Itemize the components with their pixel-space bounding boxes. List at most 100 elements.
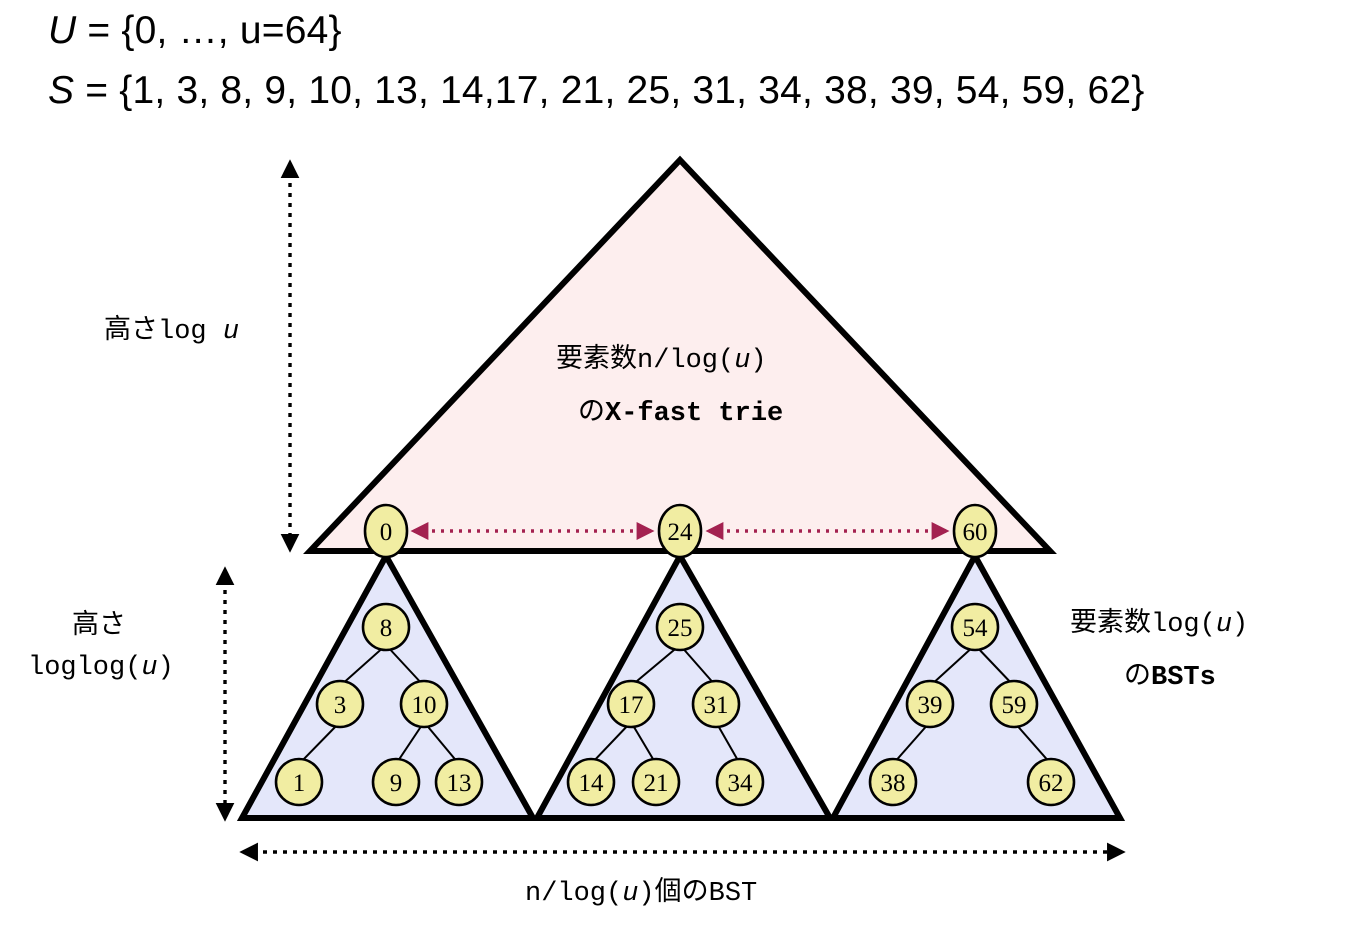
bst-3-node-38-label: 38 [881,770,906,797]
bst-3-node-59: 59 [989,679,1039,729]
bst-1-node-1-label: 1 [293,770,306,797]
bst-3-node-39-circle [905,679,955,729]
bst-1-node-8-label: 8 [380,615,393,642]
bst-1-node-9-label: 9 [390,770,403,797]
bst-3-node-62-circle [1026,757,1076,807]
bst-2-edge [679,644,717,687]
height-loglogu-label-formula: loglog(u) [28,650,174,683]
bottom-mono-pre: n/log( [525,879,623,909]
bst-1-node-8-circle [361,602,411,652]
bst-2-node-31-label: 31 [704,692,729,719]
height-logu-label-var: u [222,317,240,347]
bst-triangle-3 [827,549,1126,821]
summary-node-0-circle [363,503,409,559]
bst-1-edge [339,644,387,687]
trie-count-var: u [734,346,751,376]
tree-edges-group [298,644,1052,765]
bst-2-node-17: 17 [606,679,656,729]
bst-1-edge [395,721,425,765]
bst-1-node-1-circle [274,757,324,807]
bst-triangle-1 [236,549,539,821]
bst-2-node-21-label: 21 [644,770,669,797]
bst-triangle-2 [531,549,836,821]
bst-1-node-13: 13 [434,757,484,807]
bst-2-edge [630,721,657,765]
bst-2-node-25-label: 25 [668,615,693,642]
summary-node-0: 0 [363,503,409,559]
summary-node-60-circle [952,503,998,559]
bottom-jp: 個の [654,876,709,906]
bst-1-node-10-label: 10 [412,692,437,719]
bst-2-node-21: 21 [631,757,681,807]
set-body: = {1, 3, 8, 9, 10, 13, 14,17, 21, 25, 31… [74,69,1145,112]
bst-3-node-59-circle [989,679,1039,729]
trie-count-mono-pre: n/log( [637,346,735,376]
height-loglogu-mono-post: ) [157,653,174,683]
bsts-count-mono-pre: log( [1151,610,1216,640]
bst-2-node-31-circle [691,679,741,729]
bst-3-edge [929,644,976,687]
bst-3-node-62: 62 [1026,757,1076,807]
bst-3-edge [1013,721,1052,765]
height-logu-label-jp: 高さ [104,314,158,344]
bst-2-node-14: 14 [566,757,616,807]
bsts-count-var: u [1215,610,1233,640]
bst-2-node-17-circle [606,679,656,729]
bst-3-node-38: 38 [868,757,918,807]
bst-2-node-31: 31 [691,679,741,729]
universe-body: = {0, …, u=64} [76,9,342,52]
height-loglogu-var: u [141,653,158,683]
trie-count-mono-post: ) [750,346,767,376]
bst-2-node-25: 25 [655,602,705,652]
summary-node-0-label: 0 [380,519,393,546]
bst-2-node-21-circle [631,757,681,807]
bst-2-node-34-label: 34 [728,770,754,797]
bst-3-node-54-circle [950,602,1000,652]
bst-1-edge [298,721,341,765]
height-logu-label-mono: log [158,317,223,347]
bsts-name-label: のBSTs [1124,653,1216,693]
bst-3-node-54-label: 54 [963,615,989,642]
height-logu-label: 高さlog u [104,307,239,347]
bst-2-node-25-circle [655,602,705,652]
bst-2-node-34-circle [715,757,765,807]
bst-1-node-9: 9 [371,757,421,807]
bst-1-node-3-label: 3 [334,692,347,719]
bst-1-node-10-circle [399,679,449,729]
bst-2-edge [590,721,632,765]
trie-count-jp: 要素数 [556,343,637,373]
bottom-var: u [622,879,639,909]
bst-count-caption: n/log(u)個のBST [525,869,757,909]
bst-1-node-10: 10 [399,679,449,729]
trie-element-count-label: 要素数n/log(u) [556,336,767,376]
bst-1-node-8: 8 [361,602,411,652]
bst-2-node-14-circle [566,757,616,807]
bst-1-node-13-label: 13 [447,770,472,797]
bst-1-node-13-circle [434,757,484,807]
bst-1-node-9-circle [371,757,421,807]
universe-symbol: U [48,9,77,52]
bst-3-node-59-label: 59 [1002,692,1027,719]
bst-2-node-14-label: 14 [579,770,605,797]
bst-2-edge [630,644,681,687]
bst-1-node-3-circle [315,679,365,729]
summary-node-60: 60 [952,503,998,559]
trie-name-jp: の [578,396,605,426]
bst-1-node-3: 3 [315,679,365,729]
bottom-mono-tail: BST [708,879,758,909]
summary-node-24: 24 [657,503,703,559]
bst-3-node-38-circle [868,757,918,807]
summary-node-24-label: 24 [668,519,694,546]
summary-nodes-group: 0 24 60 [363,503,998,559]
bst-1-node-1: 1 [274,757,324,807]
bst-3-node-54: 54 [950,602,1000,652]
height-loglogu-label-jp: 高さ [72,609,126,639]
set-symbol: S [48,69,75,112]
bst-1-edge [385,644,425,687]
set-definition: S = {1, 3, 8, 9, 10, 13, 14,17, 21, 25, … [48,69,1145,113]
bsts-count-mono-post: ) [1232,610,1249,640]
bst-2-edge [715,721,741,765]
